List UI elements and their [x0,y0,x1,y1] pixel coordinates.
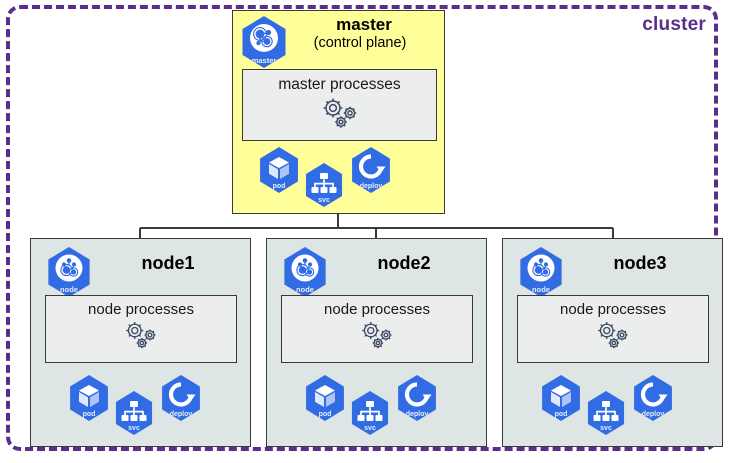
node1-processes-panel: node processes [45,295,237,363]
service-tree-icon[interactable]: svc [305,163,343,207]
master-node-box[interactable]: master master (control plane) master pro… [232,10,445,214]
deployment-refresh-icon[interactable]: deploy [634,375,672,421]
node3-processes-panel: node processes [517,295,709,363]
node1-processes-label: node processes [88,301,194,318]
node2-resource-row: pod svc [303,375,443,439]
node3-header: node node3 [503,239,722,297]
gears-icon [323,98,356,128]
node2-title: node2 [377,253,431,273]
master-header: master master (control plane) [233,11,444,68]
node-box-node2[interactable]: node node2 node processes [266,238,487,447]
node1-resource-row: pod svc [67,375,207,439]
deployment-refresh-icon[interactable]: deploy [162,375,200,421]
node2-header: node node2 [267,239,486,297]
master-processes-label: master processes [278,76,401,93]
k8s-node-icon: node [48,247,90,297]
cluster-label: cluster [642,14,706,35]
master-title: master [336,15,392,34]
service-tree-icon[interactable]: svc [115,391,153,435]
node2-processes-label: node processes [324,301,430,318]
deployment-refresh-icon[interactable]: deploy [352,147,390,193]
node-box-node3[interactable]: node node3 node processes [502,238,723,447]
pod-cube-icon[interactable]: pod [70,375,108,421]
node-box-node1[interactable]: node node1 node processes [30,238,251,447]
k8s-node-icon: node [284,247,326,297]
service-tree-icon[interactable]: svc [351,391,389,435]
pod-cube-icon[interactable]: pod [306,375,344,421]
pod-cube-icon[interactable]: pod [260,147,298,193]
cluster-boundary [6,5,718,451]
node1-header: node node1 [31,239,250,297]
k8s-node-icon: node [520,247,562,297]
node3-resource-row: pod svc [539,375,679,439]
node3-processes-label: node processes [560,301,666,318]
pod-cube-icon[interactable]: pod [542,375,580,421]
master-resource-row: pod svc [257,147,397,211]
node3-title: node3 [613,253,667,273]
gears-icon [598,322,628,349]
node2-processes-panel: node processes [281,295,473,363]
master-processes-panel: master processes [242,69,437,141]
gears-icon [362,322,392,349]
gears-icon [126,322,156,349]
service-tree-icon[interactable]: svc [587,391,625,435]
node1-title: node1 [141,253,195,273]
deployment-refresh-icon[interactable]: deploy [398,375,436,421]
master-subtitle: (control plane) [313,35,407,51]
